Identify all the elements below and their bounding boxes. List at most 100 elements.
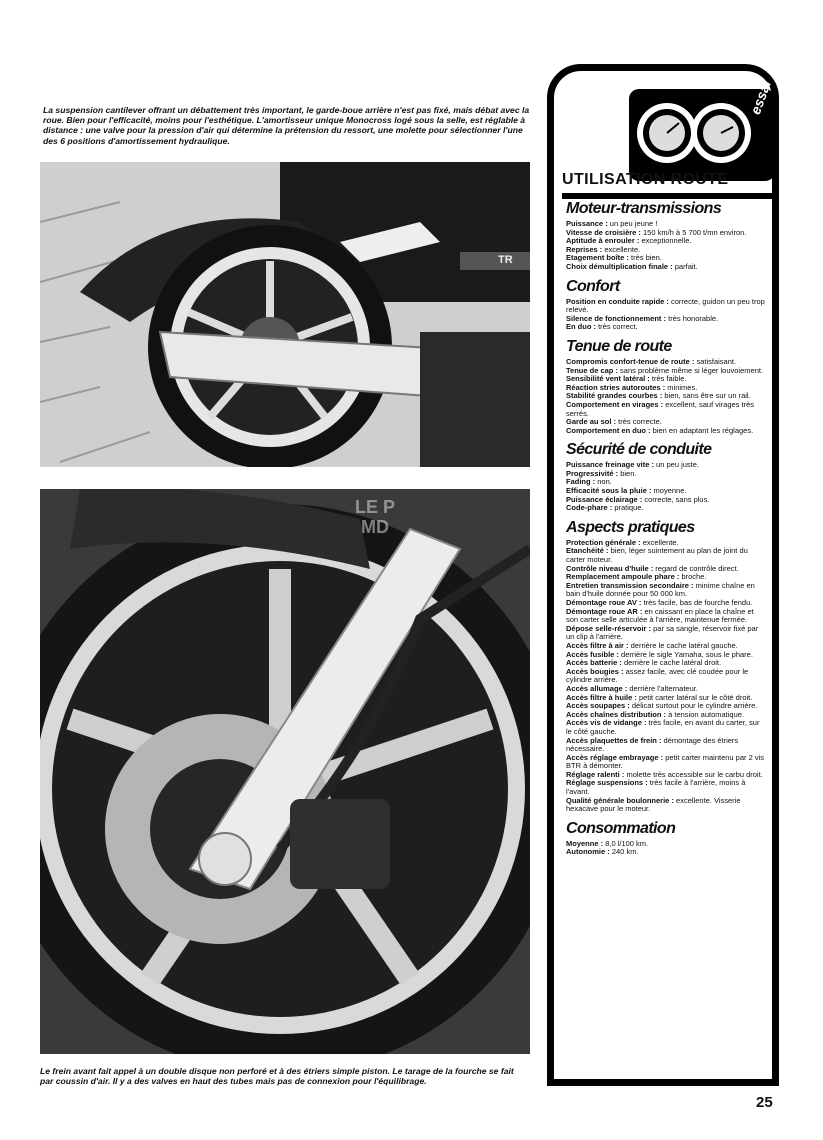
spec-value: excellente.	[642, 537, 679, 547]
spec-item: Stabilité grandes courbes : bien, sans ê…	[566, 391, 751, 401]
spec-item: Sensibilité vent latéral : très faible.	[566, 374, 687, 384]
spec-value: pratique.	[614, 503, 644, 513]
spec-label: Comportement en duo	[566, 425, 646, 435]
spec-value: minimes.	[667, 382, 698, 392]
spec-value: excellente. Visserie hexacave pour le mo…	[566, 795, 741, 814]
spec-label: Protection générale	[566, 537, 637, 547]
spec-item: Démontage roue AR : en caissant en place…	[566, 606, 754, 625]
spec-item: Compromis confort-tenue de route : satis…	[566, 356, 737, 366]
spec-item: Protection générale : excellente.	[566, 537, 679, 547]
spec-item: Comportement en virages : excellent, sau…	[566, 399, 754, 418]
spec-item: Accès plaquettes de frein : démontage de…	[566, 735, 739, 754]
spec-label: Démontage roue AV	[566, 598, 637, 607]
spec-label: Contrôle niveau d'huile	[566, 563, 649, 573]
spec-label: Accès soupapes	[566, 701, 626, 711]
front-wheel-photo: LE P MD	[40, 489, 530, 1054]
spec-item: Accès allumage : derrière l'alternateur.	[566, 683, 698, 693]
spec-item: Accès chaînes distribution : à tension a…	[566, 709, 745, 719]
spec-label: Démontage roue AR	[566, 606, 638, 616]
spec-label: Accès bougies	[566, 666, 619, 676]
spec-value: très honorable.	[668, 313, 719, 323]
spec-value: satisfaisant.	[696, 356, 737, 366]
caption-bottom: Le frein avant fait appel à un double di…	[40, 1065, 514, 1086]
spec-value: derrière le sigle Yamaha, sous le phare.	[621, 649, 753, 659]
spec-value: très facile, en avant du carter, sur le …	[566, 718, 760, 736]
spec-value: un peu juste.	[656, 460, 699, 470]
watermark-logo: LE P MD	[354, 497, 395, 537]
spec-value: très bien.	[631, 253, 662, 263]
spec-value: très facile, bas de fourche fendu.	[643, 598, 753, 607]
spec-label: Accès filtre à air	[566, 640, 624, 650]
spec-value: excellente.	[604, 244, 641, 254]
caption-top: La suspension cantilever offrant un déba…	[43, 104, 530, 146]
spec-value: bien en adaptant les réglages.	[652, 425, 754, 435]
spec-item: Accès soupapes : délicat surtout pour le…	[566, 701, 758, 711]
spec-label: Fading	[566, 477, 591, 487]
spec-label: Réglage suspensions	[566, 778, 644, 788]
spec-item: Progressivité : bien.	[566, 468, 637, 478]
spec-item: Vitesse de croisière : 150 km/h à 5 700 …	[566, 227, 747, 237]
spec-item: Silence de fonctionnement : très honorab…	[566, 313, 719, 323]
section-title: Confort	[566, 277, 620, 295]
spec-value: correcte, guidon un peu trop relevé.	[566, 296, 765, 315]
spec-value: bien, sans être sur un rail.	[664, 391, 751, 401]
spec-label: Tenue de cap	[566, 365, 614, 375]
road-test-panel: essai UTILISATION ROUTE Moteur-transmiss…	[547, 64, 779, 1086]
spec-value: molette très accessible sur le carbu dro…	[626, 769, 763, 779]
spec-label: Accès réglage embrayage	[566, 752, 659, 762]
spec-label: Réglage ralenti	[566, 769, 620, 779]
section-title: Consommation	[566, 819, 676, 837]
spec-item: Fading : non.	[566, 477, 612, 487]
spec-value: très correct.	[598, 322, 638, 332]
spec-value: très correcte.	[618, 417, 662, 427]
spec-item: Accès bougies : assez facile, avec clé c…	[566, 666, 749, 685]
spec-label: Autonomie	[566, 847, 606, 857]
spec-item: Aptitude à enrouler : exceptionnelle.	[566, 236, 692, 246]
spec-item: Qualité générale boulonnerie : excellent…	[566, 795, 741, 814]
spec-label: Aptitude à enrouler	[566, 236, 635, 246]
spec-item: Réglage suspensions : très facile à l'ar…	[566, 778, 746, 797]
spec-item: Accès vis de vidange : très facile, en a…	[566, 718, 760, 736]
spec-label: Code-phare	[566, 503, 608, 513]
spec-value: bien.	[620, 468, 637, 478]
spec-item: Accès batterie : derrière le cache latér…	[566, 658, 722, 668]
spec-label: Entretien transmission secondaire	[566, 580, 689, 590]
spec-label: Puissance éclairage	[566, 494, 638, 504]
spec-value: en caissant en place la chaîne et son ca…	[566, 606, 754, 625]
spec-value: 150 km/h à 5 700 t/mn environ.	[643, 227, 747, 237]
spec-item: Code-phare : pratique.	[566, 503, 644, 513]
spec-item: Moyenne : 8,0 l/100 km.	[566, 838, 649, 848]
spec-label: Etanchéité	[566, 546, 604, 556]
spec-label: Accès plaquettes de frein	[566, 735, 657, 745]
spec-item: Position en conduite rapide : correcte, …	[566, 296, 765, 315]
spec-value: correcte, sans plus.	[644, 494, 710, 504]
spec-label: Qualité générale boulonnerie	[566, 795, 670, 805]
spec-value: 8,0 l/100 km.	[605, 838, 649, 848]
spec-label: Choix démultiplication finale	[566, 261, 669, 271]
spec-item: Accès réglage embrayage : petit carter m…	[566, 752, 765, 771]
section-title: Sécurité de conduite	[566, 441, 712, 459]
spec-label: En duo	[566, 322, 592, 332]
spec-label: Accès vis de vidange	[566, 718, 642, 728]
spec-label: Accès filtre à huile	[566, 692, 633, 702]
panel-title: UTILISATION ROUTE	[562, 171, 772, 199]
spec-item: Entretien transmission secondaire : mini…	[566, 580, 755, 599]
spec-item: Accès fusible : derrière le sigle Yamaha…	[566, 649, 753, 659]
spec-label: Vitesse de croisière	[566, 227, 637, 237]
spec-value: moyenne.	[653, 486, 687, 496]
spec-item: Dépose selle-réservoir : par sa sangle, …	[566, 623, 759, 642]
spec-value: regard de contrôle direct.	[655, 563, 739, 573]
spec-label: Puissance	[566, 219, 604, 228]
spec-item: Etagement boîte : très bien.	[566, 253, 662, 263]
section-title: Tenue de route	[566, 337, 672, 355]
spec-value: exceptionnelle.	[641, 236, 692, 246]
section-title: Moteur-transmissions	[566, 200, 722, 217]
spec-item: Réaction stries autoroutes : minimes.	[566, 382, 698, 392]
essai-badge: essai	[629, 78, 775, 181]
spec-value: très faible.	[651, 374, 687, 384]
